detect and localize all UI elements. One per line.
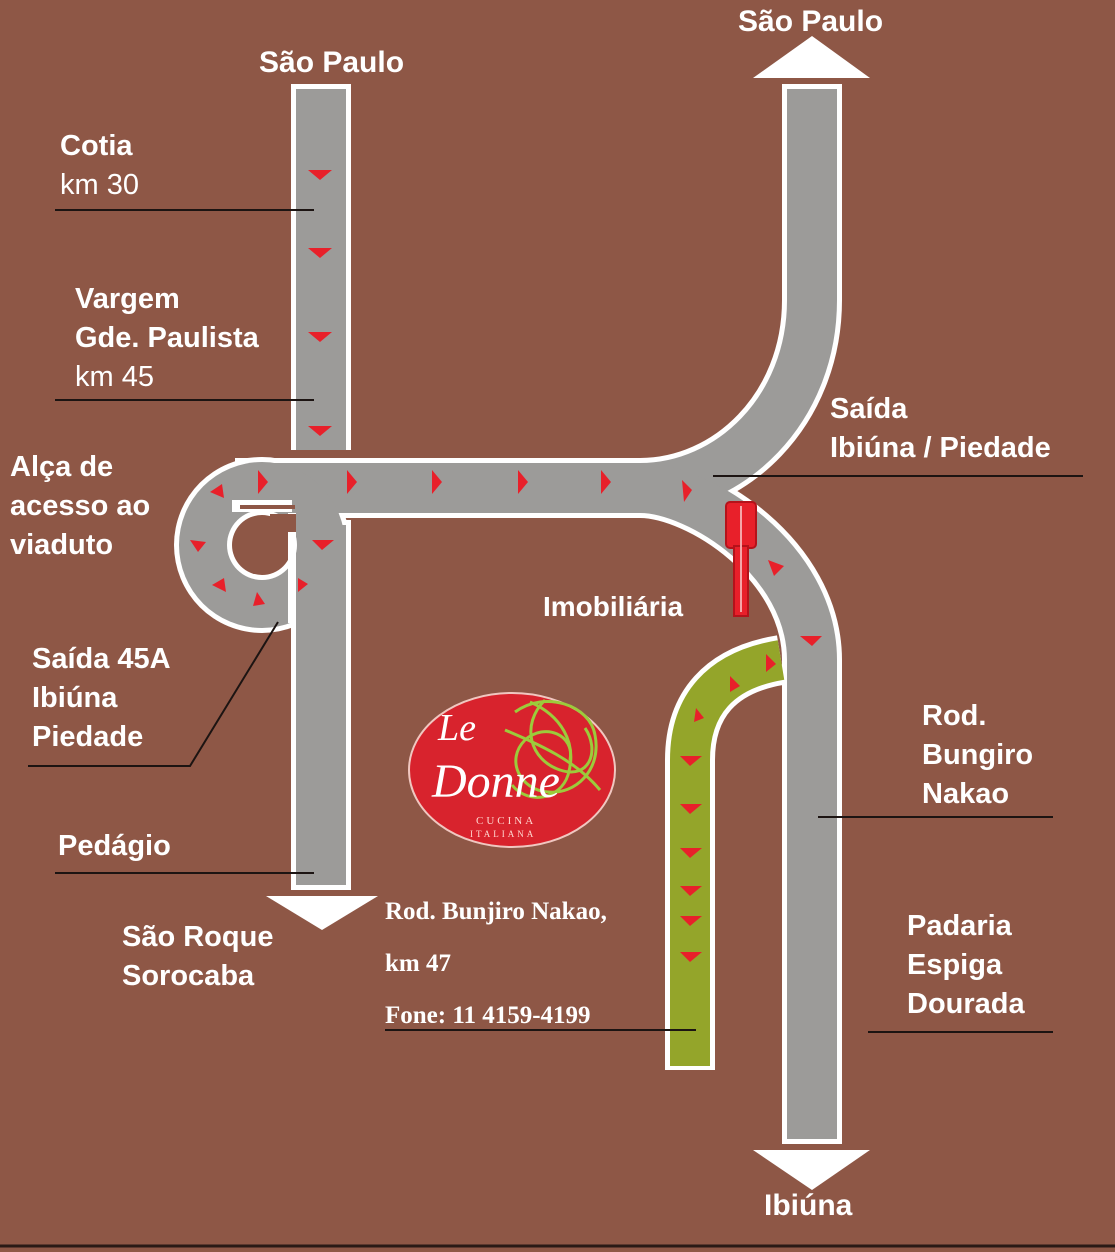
road-arrow-icon [601, 470, 611, 494]
road-arrow-icon [730, 676, 740, 692]
road-arrow-icon [258, 470, 268, 494]
label-rod-bungiro: Rod. Bungiro Nakao [922, 700, 1034, 810]
road-arrow-icon [682, 480, 692, 502]
logo-script-le: Le [437, 707, 476, 749]
logo-emblem: Le Donne CUCINA ITALIANA [408, 692, 616, 848]
road-arrow-icon [212, 578, 226, 592]
label-sao-paulo-right: São Paulo [738, 5, 884, 38]
direction-arrow-icon [753, 36, 870, 78]
label-imobiliaria: Imobiliária [543, 591, 684, 622]
road-arrow-icon [766, 654, 776, 672]
address-block: Rod. Bunjiro Nakao, km 47 Fone: 11 4159-… [385, 886, 607, 1042]
label-sao-roque: São Roque Sorocaba [122, 921, 274, 992]
address-line-km: km 47 [385, 950, 451, 977]
address-line-road: Rod. Bunjiro Nakao, [385, 898, 607, 925]
road-arrow-icon [800, 636, 822, 646]
road-arrow-icon [518, 470, 528, 494]
road-arrow-icon [680, 756, 702, 766]
logo-sub-italiana: ITALIANA [470, 829, 536, 839]
pin-marker-icon [725, 501, 757, 617]
road-arrow-icon [432, 470, 442, 494]
road-arrow-icon [210, 484, 224, 498]
label-saida-ibiuna: Saída Ibiúna / Piedade [830, 393, 1051, 464]
label-padaria: Padaria Espiga Dourada [907, 910, 1025, 1020]
label-ibiuna: Ibiúna [764, 1189, 853, 1222]
label-pedagio: Pedágio [58, 830, 171, 862]
logo-script-donne: Donne [431, 755, 560, 808]
label-sao-paulo-left: São Paulo [259, 46, 405, 79]
direction-arrow-icon [753, 1150, 870, 1190]
label-vargem: Vargem Gde. Paulista km 45 [75, 283, 259, 393]
road-arrow-icon [680, 952, 702, 962]
road-left-north [291, 84, 351, 450]
route-arrows [190, 170, 822, 962]
road-arrow-icon [298, 578, 308, 592]
road-arrow-icon [680, 804, 702, 814]
local-road-green [665, 635, 786, 1070]
logo-sub-cucina: CUCINA [476, 815, 536, 827]
road-arrow-icon [680, 848, 702, 858]
direction-arrow-icon [266, 896, 378, 930]
road-arrow-icon [308, 248, 332, 258]
address-line-phone: Fone: 11 4159-4199 [385, 1002, 591, 1029]
road-arrow-icon [308, 426, 332, 436]
road-arrow-icon [680, 916, 702, 926]
label-saida-45a: Saída 45A Ibiúna Piedade [32, 643, 171, 753]
road-arrow-icon [768, 560, 784, 576]
road-arrow-icon [680, 886, 702, 896]
road-arrow-icon [190, 540, 206, 552]
road-arrow-icon [694, 708, 704, 722]
label-cotia: Cotia km 30 [60, 130, 139, 201]
leader-lines [0, 209, 1115, 1248]
road-arrow-icon [308, 332, 332, 342]
road-arrow-icon [347, 470, 357, 494]
road-arrow-icon [312, 540, 334, 550]
label-alca: Alça de acesso ao viaduto [10, 451, 151, 561]
road-arrow-icon [308, 170, 332, 180]
road-arrow-icon [253, 592, 265, 606]
